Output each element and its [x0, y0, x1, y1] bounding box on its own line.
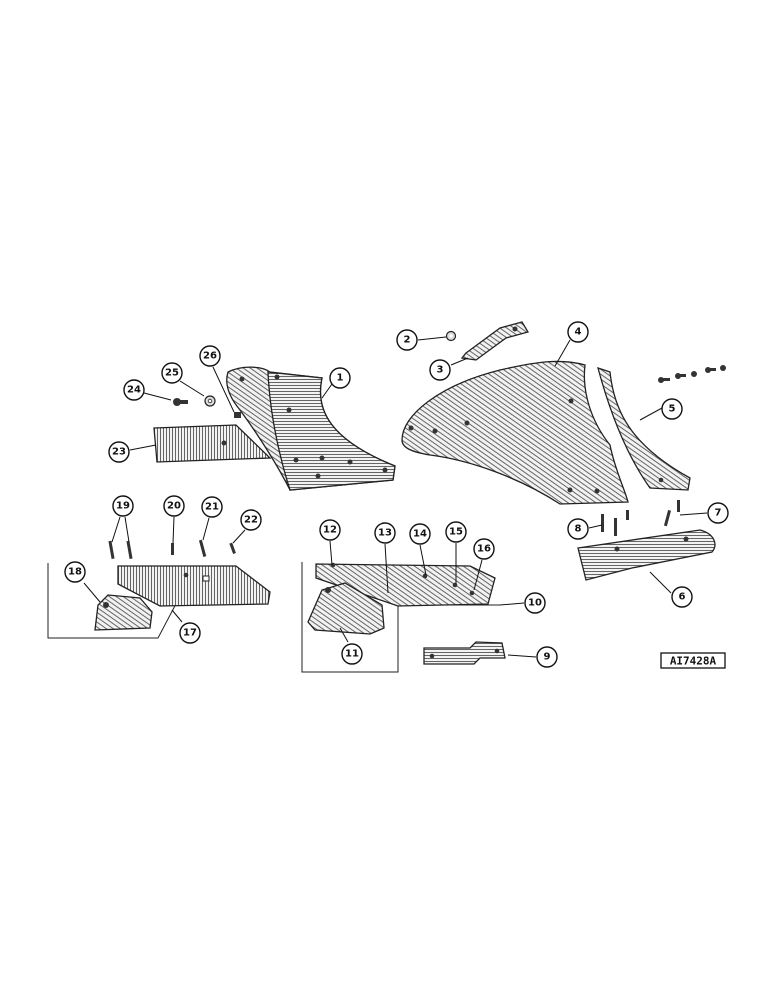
- part-19-bolts: [108, 540, 133, 560]
- svg-text:15: 15: [449, 527, 463, 538]
- callout-3: 3: [429, 359, 451, 381]
- svg-text:23: 23: [112, 447, 126, 458]
- svg-text:17: 17: [183, 628, 197, 639]
- svg-text:20: 20: [167, 501, 181, 512]
- leader-lines: [83, 336, 708, 658]
- part-7-bolts: [663, 500, 680, 527]
- callout-12: 12: [319, 519, 341, 541]
- svg-text:5: 5: [669, 404, 676, 415]
- part-25-washer: [204, 395, 216, 407]
- svg-text:10: 10: [528, 598, 542, 609]
- part-1-moldboard-shin: [226, 366, 396, 491]
- part-21-bolt: [198, 539, 207, 557]
- part-4-moldboard: [401, 360, 629, 505]
- callout-25: 25: [161, 362, 183, 384]
- part-26-nut: [234, 412, 241, 418]
- part-9-brace: [423, 641, 506, 665]
- svg-text:22: 22: [244, 515, 258, 526]
- svg-text:9: 9: [544, 652, 551, 663]
- figure-id-label: AI7428A: [660, 652, 726, 669]
- svg-text:3: 3: [437, 365, 444, 376]
- callout-20: 20: [163, 495, 185, 517]
- callout-5: 5: [661, 398, 683, 420]
- svg-text:11: 11: [345, 649, 359, 660]
- part-22-bolt: [229, 542, 236, 554]
- callout-15: 15: [445, 521, 467, 543]
- part-23-shin-plate: [153, 424, 272, 463]
- callout-10: 10: [524, 592, 546, 614]
- svg-text:2: 2: [404, 335, 411, 346]
- part-3-brace: [460, 321, 529, 361]
- svg-text:12: 12: [323, 525, 337, 536]
- svg-text:26: 26: [203, 351, 217, 362]
- callout-11: 11: [341, 643, 363, 665]
- svg-text:1: 1: [337, 373, 344, 384]
- callout-4: 4: [567, 321, 589, 343]
- svg-text:18: 18: [68, 567, 82, 578]
- svg-text:13: 13: [378, 528, 392, 539]
- svg-text:6: 6: [679, 592, 686, 603]
- part-5-shin: [597, 367, 691, 491]
- callout-2: 2: [396, 329, 418, 351]
- callout-16: 16: [473, 538, 495, 560]
- callout-24: 24: [123, 379, 145, 401]
- svg-text:19: 19: [116, 501, 130, 512]
- part-20-bolt: [171, 543, 174, 555]
- part-2-nut: [445, 330, 457, 342]
- svg-text:14: 14: [413, 529, 427, 540]
- callout-21: 21: [201, 496, 223, 518]
- callout-7: 7: [707, 502, 729, 524]
- svg-text:24: 24: [127, 385, 141, 396]
- part-11-frog-bracket: [307, 582, 385, 635]
- callout-19: 19: [112, 495, 134, 517]
- svg-text:25: 25: [165, 368, 179, 379]
- callout-1: 1: [329, 367, 351, 389]
- callout-6: 6: [671, 586, 693, 608]
- callout-14: 14: [409, 523, 431, 545]
- part-5-hardware: [658, 365, 726, 383]
- callout-18: 18: [64, 561, 86, 583]
- svg-text:4: 4: [575, 327, 582, 338]
- part-6-share: [577, 529, 716, 581]
- svg-text:8: 8: [575, 524, 582, 535]
- part-17-assembly: [47, 563, 271, 639]
- svg-text:16: 16: [477, 544, 491, 555]
- callout-22: 22: [240, 509, 262, 531]
- callout-23: 23: [108, 441, 130, 463]
- callout-9: 9: [536, 646, 558, 668]
- callout-17: 17: [179, 622, 201, 644]
- part-8-bolts: [601, 510, 629, 536]
- callout-13: 13: [374, 522, 396, 544]
- callout-26: 26: [199, 345, 221, 367]
- svg-text:21: 21: [205, 502, 219, 513]
- svg-text:AI7428A: AI7428A: [670, 655, 717, 668]
- part-24-bolt: [173, 398, 188, 406]
- part-10-frog-assembly: [301, 562, 500, 673]
- svg-text:7: 7: [715, 508, 722, 519]
- callout-8: 8: [567, 518, 589, 540]
